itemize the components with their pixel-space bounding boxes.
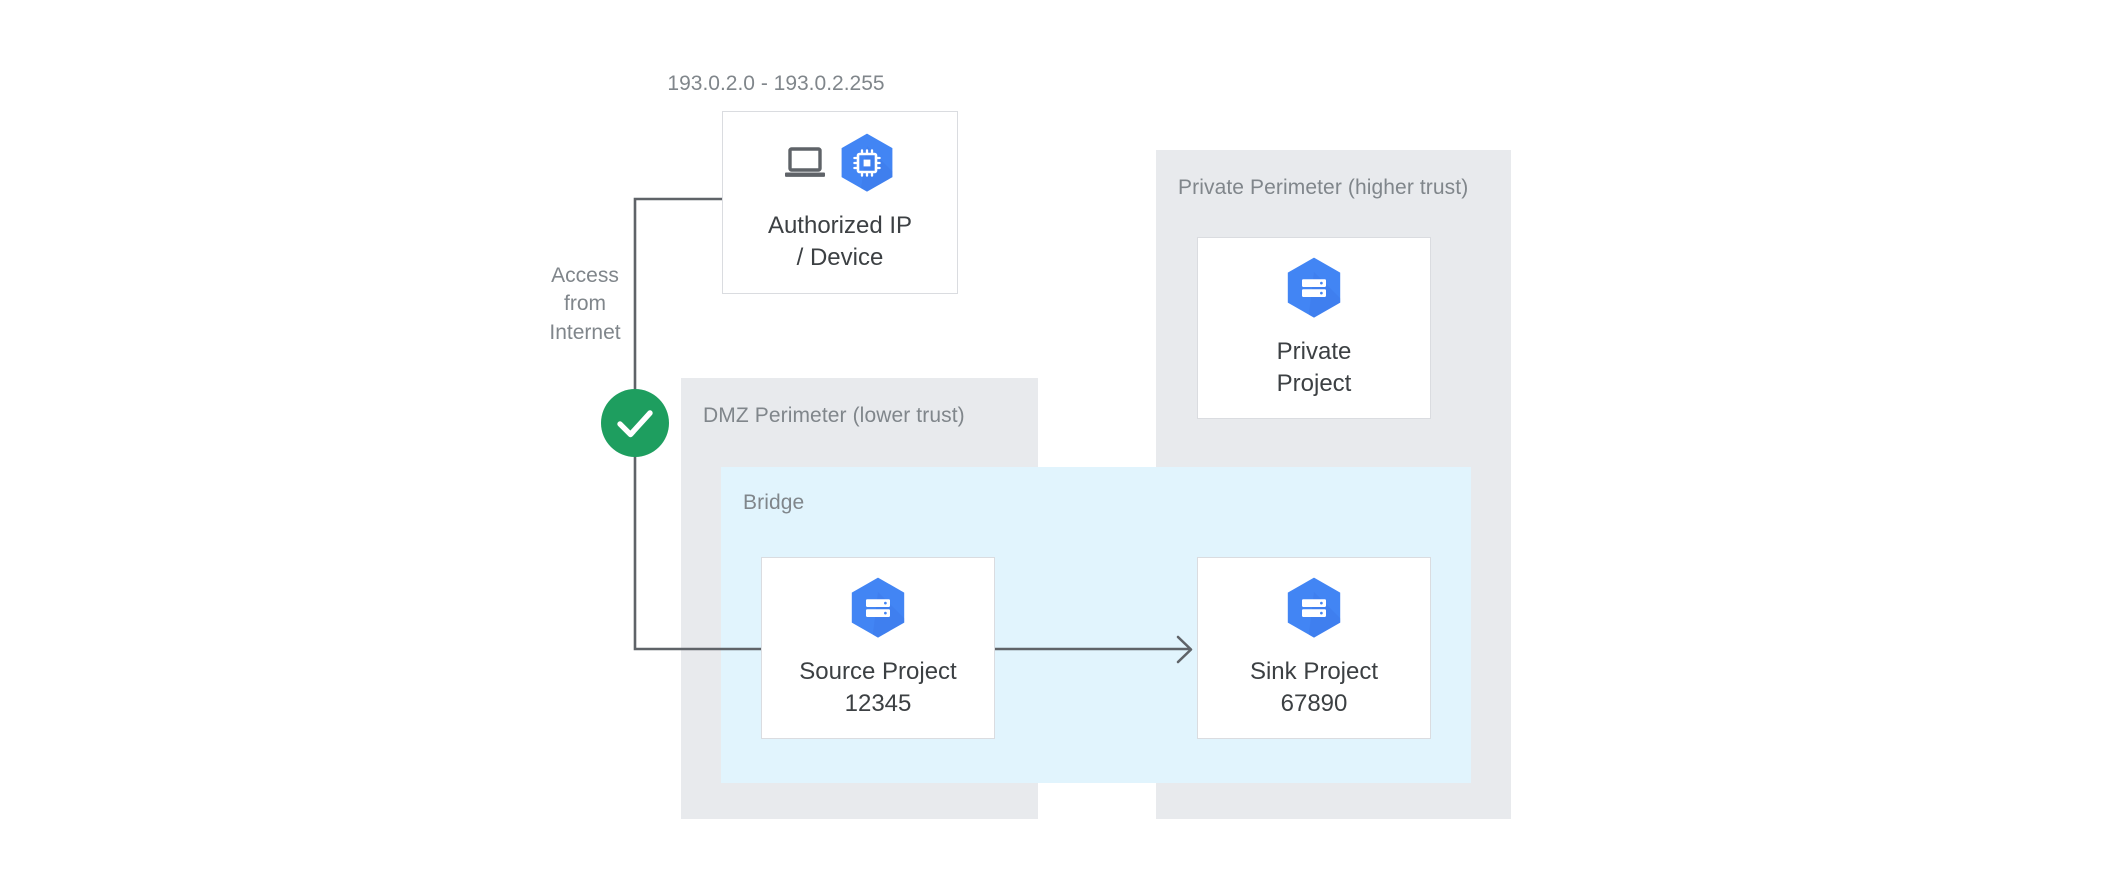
access-from-internet-caption: Access from Internet <box>549 264 621 344</box>
private-project-icons <box>1285 256 1343 320</box>
private-project-card[interactable]: Private Project <box>1197 237 1431 419</box>
project-hexagon-icon <box>1285 256 1343 320</box>
bridge-label: Bridge <box>743 491 805 514</box>
ip-range-caption: 193.0.2.0 - 193.0.2.255 <box>667 72 885 95</box>
laptop-icon <box>785 146 825 180</box>
perimeter-dmz-label: DMZ Perimeter (lower trust) <box>703 404 965 427</box>
sink-project-card[interactable]: Sink Project 67890 <box>1197 557 1431 739</box>
check-icon <box>617 410 653 438</box>
device-card-label: Authorized IP / Device <box>767 211 913 271</box>
iot-chip-hexagon-icon <box>839 132 895 194</box>
project-hexagon-icon <box>849 576 907 640</box>
perimeter-private-label: Private Perimeter (higher trust) <box>1178 176 1469 199</box>
device-card-icons <box>785 132 895 194</box>
source-project-label: Source Project 12345 <box>799 658 957 717</box>
project-hexagon-icon <box>1285 576 1343 640</box>
source-project-icons <box>849 576 907 640</box>
access-allowed-badge[interactable] <box>601 389 669 457</box>
sink-project-icons <box>1285 576 1343 640</box>
device-card[interactable]: Authorized IP / Device <box>722 111 958 294</box>
sink-project-label: Sink Project 67890 <box>1249 658 1379 717</box>
private-project-label: Private Project <box>1276 338 1352 397</box>
source-project-card[interactable]: Source Project 12345 <box>761 557 995 739</box>
